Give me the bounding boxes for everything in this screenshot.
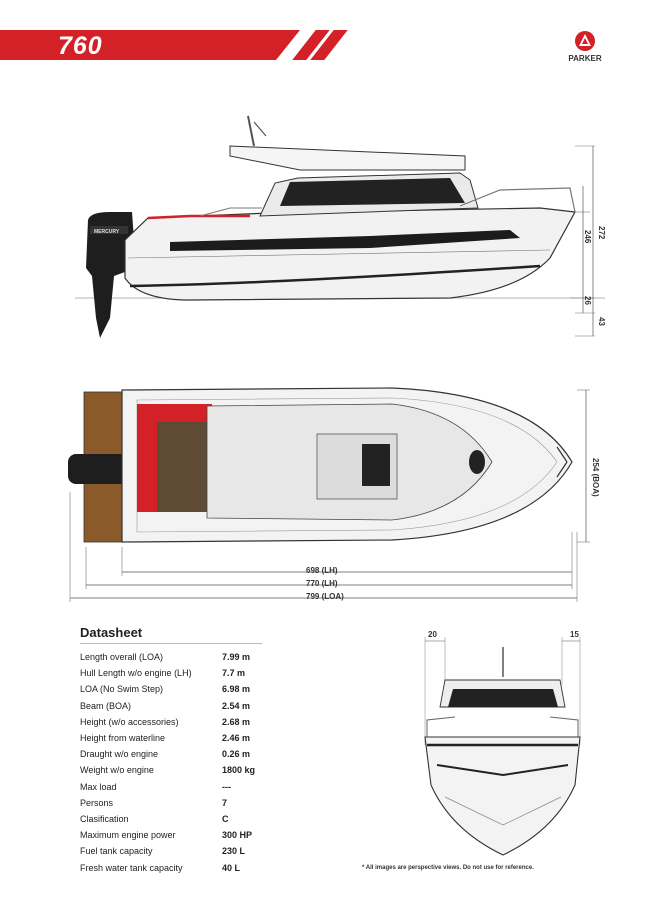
datasheet-row: Draught w/o engine 0.26 m	[80, 746, 255, 762]
datasheet-value: 2.68 m	[222, 716, 251, 727]
datasheet-label: Fresh water tank capacity	[80, 862, 183, 873]
datasheet-row: Height (w/o accessories) 2.68 m	[80, 714, 255, 730]
datasheet-row: Length overall (LOA) 7.99 m	[80, 649, 255, 665]
datasheet-label: Maximum engine power	[80, 830, 176, 841]
datasheet-row: Clasification C	[80, 811, 255, 827]
front-view-drawing	[424, 637, 581, 856]
datasheet-title: Datasheet	[80, 625, 143, 640]
datasheet-row: Weight w/o engine 1800 kg	[80, 762, 255, 778]
brand-name: PARKER	[568, 54, 602, 63]
brand-logo-icon	[575, 31, 595, 51]
datasheet-divider	[80, 643, 262, 644]
datasheet-row: Maximum engine power 300 HP	[80, 827, 255, 843]
datasheet-row: Max load ---	[80, 779, 255, 795]
datasheet-row: Hull Length w/o engine (LH) 7.7 m	[80, 665, 255, 681]
datasheet-value: ---	[222, 781, 231, 792]
datasheet-value: 6.98 m	[222, 684, 251, 695]
datasheet-table: Length overall (LOA) 7.99 m Hull Length w/…	[80, 649, 255, 876]
footnote: * All images are perspective views. Do n…	[362, 865, 534, 871]
datasheet-row: LOA (No Swim Step) 6.98 m	[80, 681, 255, 697]
datasheet-value: 0.26 m	[222, 749, 251, 760]
dim-height-waterline: 246	[583, 230, 592, 244]
datasheet-row: Beam (BOA) 2.54 m	[80, 698, 255, 714]
dim-length-lh: 698 (LH)	[306, 566, 338, 575]
datasheet-value: 40 L	[222, 862, 241, 873]
dim-draught: 43	[597, 317, 606, 326]
datasheet-label: Persons	[80, 797, 114, 808]
datasheet-label: Beam (BOA)	[80, 700, 132, 711]
datasheet-value: 7.7 m	[222, 668, 246, 679]
model-title: 760	[58, 32, 103, 60]
datasheet-value: 2.54 m	[222, 700, 251, 711]
datasheet-row: Fresh water tank capacity 40 L	[80, 859, 255, 875]
datasheet-row: Fuel tank capacity 230 L	[80, 843, 255, 859]
datasheet-label: Weight w/o engine	[80, 765, 154, 776]
datasheet-label: Fuel tank capacity	[80, 846, 153, 857]
dim-height-total: 272	[597, 226, 606, 240]
datasheet-label: Height from waterline	[80, 733, 166, 744]
top-view-drawing	[68, 387, 590, 602]
datasheet-label: Draught w/o engine	[80, 749, 159, 760]
datasheet-label: Max load	[80, 781, 117, 792]
datasheet-row: Persons 7	[80, 795, 255, 811]
datasheet-value: C	[222, 813, 229, 824]
datasheet-value: 7.99 m	[222, 652, 251, 663]
dim-front-left: 20	[428, 630, 437, 639]
datasheet-row: Height from waterline 2.46 m	[80, 730, 255, 746]
datasheet-value: 300 HP	[222, 830, 253, 841]
header-banner	[0, 30, 300, 60]
datasheet-label: Clasification	[80, 813, 129, 824]
datasheet-label: Length overall (LOA)	[80, 652, 164, 663]
dim-front-right: 15	[570, 630, 579, 639]
datasheet-label: Height (w/o accessories)	[80, 716, 179, 727]
datasheet-value: 2.46 m	[222, 733, 251, 744]
datasheet-label: LOA (No Swim Step)	[80, 684, 164, 695]
datasheet-label: Hull Length w/o engine (LH)	[80, 668, 192, 679]
datasheet-value: 230 L	[222, 846, 246, 857]
datasheet-value: 7	[222, 797, 228, 808]
dim-height-lower: 26	[583, 296, 592, 305]
engine-label: MERCURY	[94, 229, 120, 235]
dim-beam: 254 (BOA)	[591, 458, 600, 497]
side-view-drawing: MERCURY	[75, 115, 605, 338]
dim-length-loa: 799 (LOA)	[306, 592, 344, 601]
dim-length-770: 770 (LH)	[306, 579, 338, 588]
datasheet-value: 1800 kg	[222, 765, 256, 776]
